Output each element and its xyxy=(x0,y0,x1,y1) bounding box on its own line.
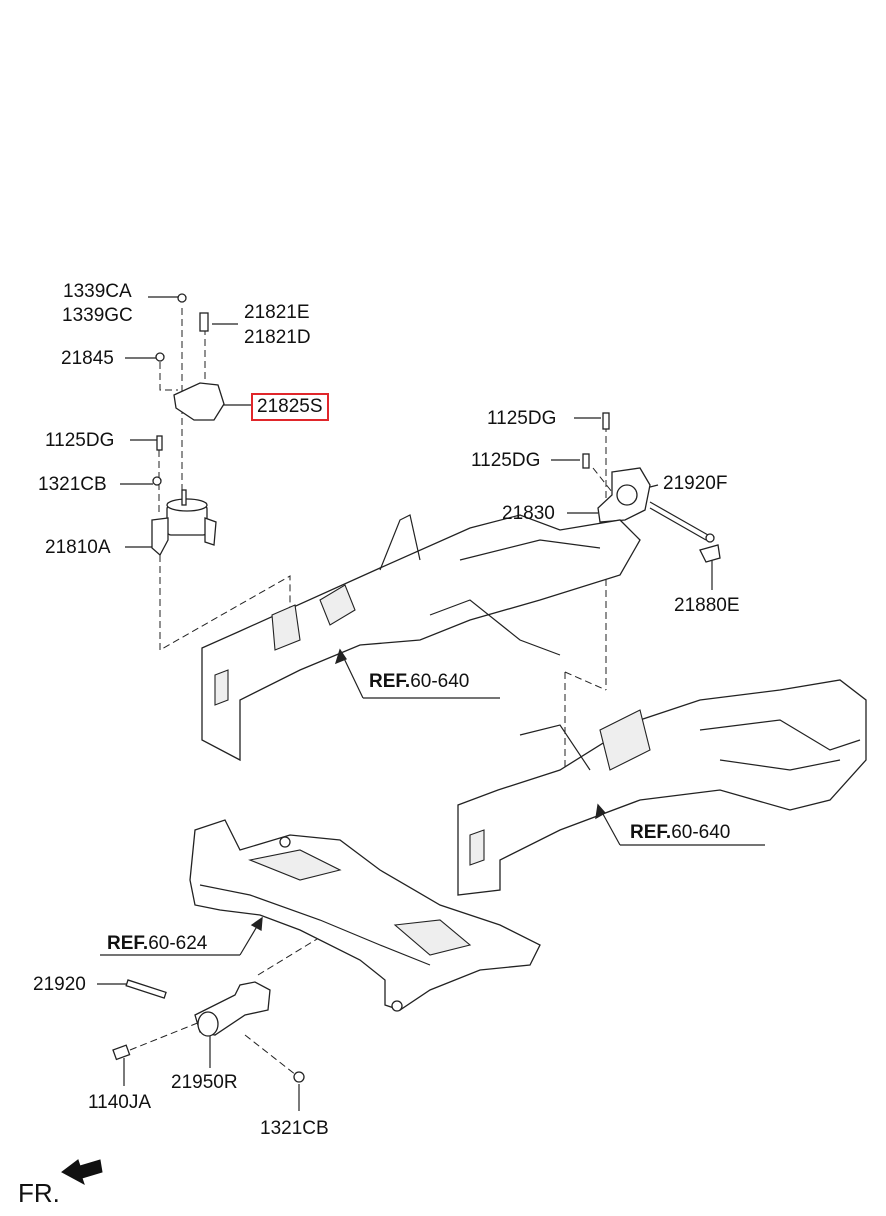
label-1125dg-right: 1125DG xyxy=(471,450,541,471)
label-1125dg-left: 1125DG xyxy=(45,430,115,451)
label-1140ja: 1140JA xyxy=(88,1092,152,1113)
engine-mount-left xyxy=(151,293,225,557)
side-member-lower xyxy=(457,679,867,896)
label-21810a: 21810A xyxy=(45,537,111,558)
ref-60-640-lower[interactable]: REF.60-640 xyxy=(630,822,731,843)
label-1339ca: 1339CA xyxy=(63,281,132,302)
front-direction-label: FR. xyxy=(18,1178,60,1208)
label-21825s-highlighted[interactable]: 21825S xyxy=(251,393,329,421)
roll-rod-mount xyxy=(112,979,305,1083)
label-21950r: 21950R xyxy=(171,1072,238,1093)
label-1125dg-right-top: 1125DG xyxy=(487,408,557,429)
ref-60-624[interactable]: REF.60-624 xyxy=(107,933,208,954)
label-1321cb-left: 1321CB xyxy=(38,474,107,495)
label-21821d: 21821D xyxy=(244,327,311,348)
side-member-upper xyxy=(201,514,641,762)
subframe xyxy=(189,819,541,1012)
label-21920: 21920 xyxy=(33,974,86,995)
front-direction-arrow xyxy=(61,1159,103,1186)
ref-60-640-upper[interactable]: REF.60-640 xyxy=(369,671,470,692)
label-1321cb-bottom: 1321CB xyxy=(260,1118,329,1139)
label-21830: 21830 xyxy=(502,503,555,524)
label-21880e: 21880E xyxy=(674,595,740,616)
label-21821e: 21821E xyxy=(244,302,310,323)
leader-lines xyxy=(97,296,713,1111)
label-21845: 21845 xyxy=(61,348,114,369)
label-21920f: 21920F xyxy=(663,473,728,494)
ref-pointers xyxy=(100,648,765,956)
label-1339gc: 1339GC xyxy=(62,305,133,326)
transmission-mount-right xyxy=(582,412,721,563)
